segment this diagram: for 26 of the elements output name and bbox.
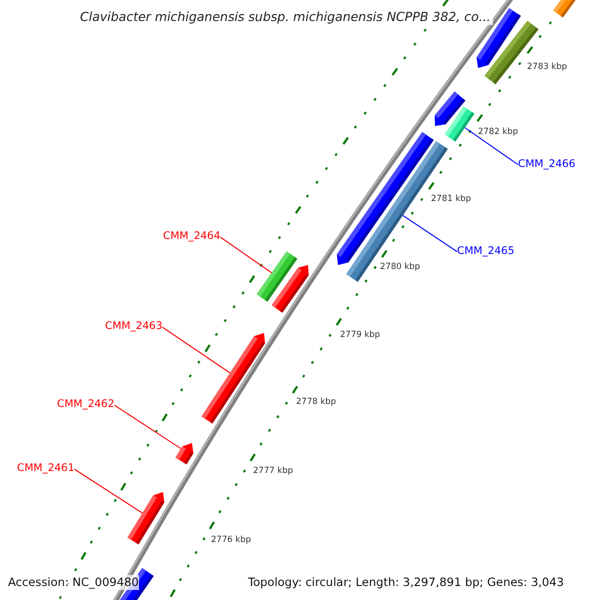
footer-text: Accession: NC_009480 <box>8 575 139 590</box>
scale-label: 2781 kbp <box>431 194 472 204</box>
gene-bar <box>256 251 298 302</box>
gene-label: CMM_2464 <box>163 230 220 242</box>
leader-line <box>220 236 272 274</box>
gene-bar <box>444 106 474 142</box>
scale-label: 2780 kbp <box>380 262 420 272</box>
gene-label: CMM_2461 <box>17 462 74 474</box>
gene-label: CMM_2463 <box>105 320 162 332</box>
scale-label: 2779 kbp <box>340 330 380 340</box>
leader-line <box>402 214 458 252</box>
leader-line <box>464 127 518 166</box>
scale-label: 2776 kbp <box>211 535 252 545</box>
gene-feature <box>127 492 164 544</box>
gene-label: CMM_2466 <box>518 158 576 170</box>
gene-label: CMM_2465 <box>457 245 514 257</box>
footer-text: Topology: circular; Length: 3,297,891 bp; Genes: 3,043 <box>248 575 564 590</box>
gene-feature <box>202 333 266 424</box>
scale-label: 2783 kbp <box>527 62 568 72</box>
title: Clavibacter michiganensis subsp. michiganensis NCPPB 382, co... <box>78 9 493 25</box>
scale-label: 2777 kbp <box>253 466 294 476</box>
leader-line <box>114 404 182 450</box>
gene-feature <box>175 443 194 464</box>
gene-label: CMM_2462 <box>57 398 114 410</box>
leader-line <box>162 326 231 374</box>
leader-line <box>74 468 143 514</box>
